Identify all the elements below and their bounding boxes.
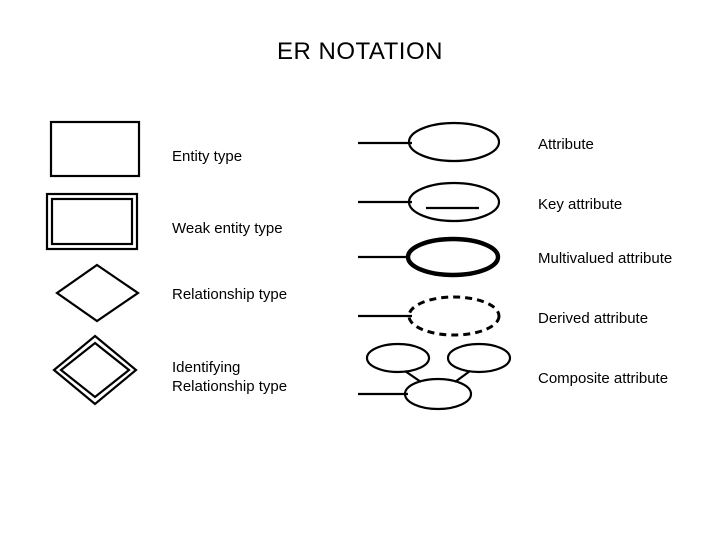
composite-attribute-left-branch-line [404, 370, 422, 383]
label-identifying-relationship-type: Identifying Relationship type [172, 359, 288, 395]
attribute-ellipse [407, 121, 501, 163]
label-entity-type: Entity type [172, 148, 243, 165]
weak-entity-inner-rectangle [50, 197, 134, 246]
label-weak-entity-type: Weak entity type [172, 220, 283, 237]
identifying-relationship-inner-diamond [59, 341, 131, 399]
label-relationship-type: Relationship type [172, 286, 288, 303]
composite-attribute-main-ellipse [403, 377, 473, 411]
composite-attribute-right-branch-line [454, 370, 471, 383]
label-derived-attribute: Derived attribute [538, 310, 649, 327]
weak-entity-outer-rectangle [45, 192, 139, 251]
identifying-relationship-outer-diamond [52, 334, 138, 406]
label-key-attribute: Key attribute [538, 196, 623, 213]
label-attribute: Attribute [538, 136, 594, 153]
relationship-type-diamond [55, 263, 140, 323]
multivalued-attribute-ellipse [405, 236, 501, 278]
entity-type-rectangle [49, 120, 141, 178]
label-multivalued-attribute: Multivalued attribute [538, 250, 673, 267]
label-composite-attribute: Composite attribute [538, 370, 669, 387]
composite-attribute-right-component-ellipse [446, 342, 512, 374]
composite-attribute-left-component-ellipse [365, 342, 431, 374]
key-attribute-ellipse [407, 181, 501, 223]
derived-attribute-ellipse [407, 295, 501, 337]
page-title: ER NOTATION [277, 38, 443, 65]
